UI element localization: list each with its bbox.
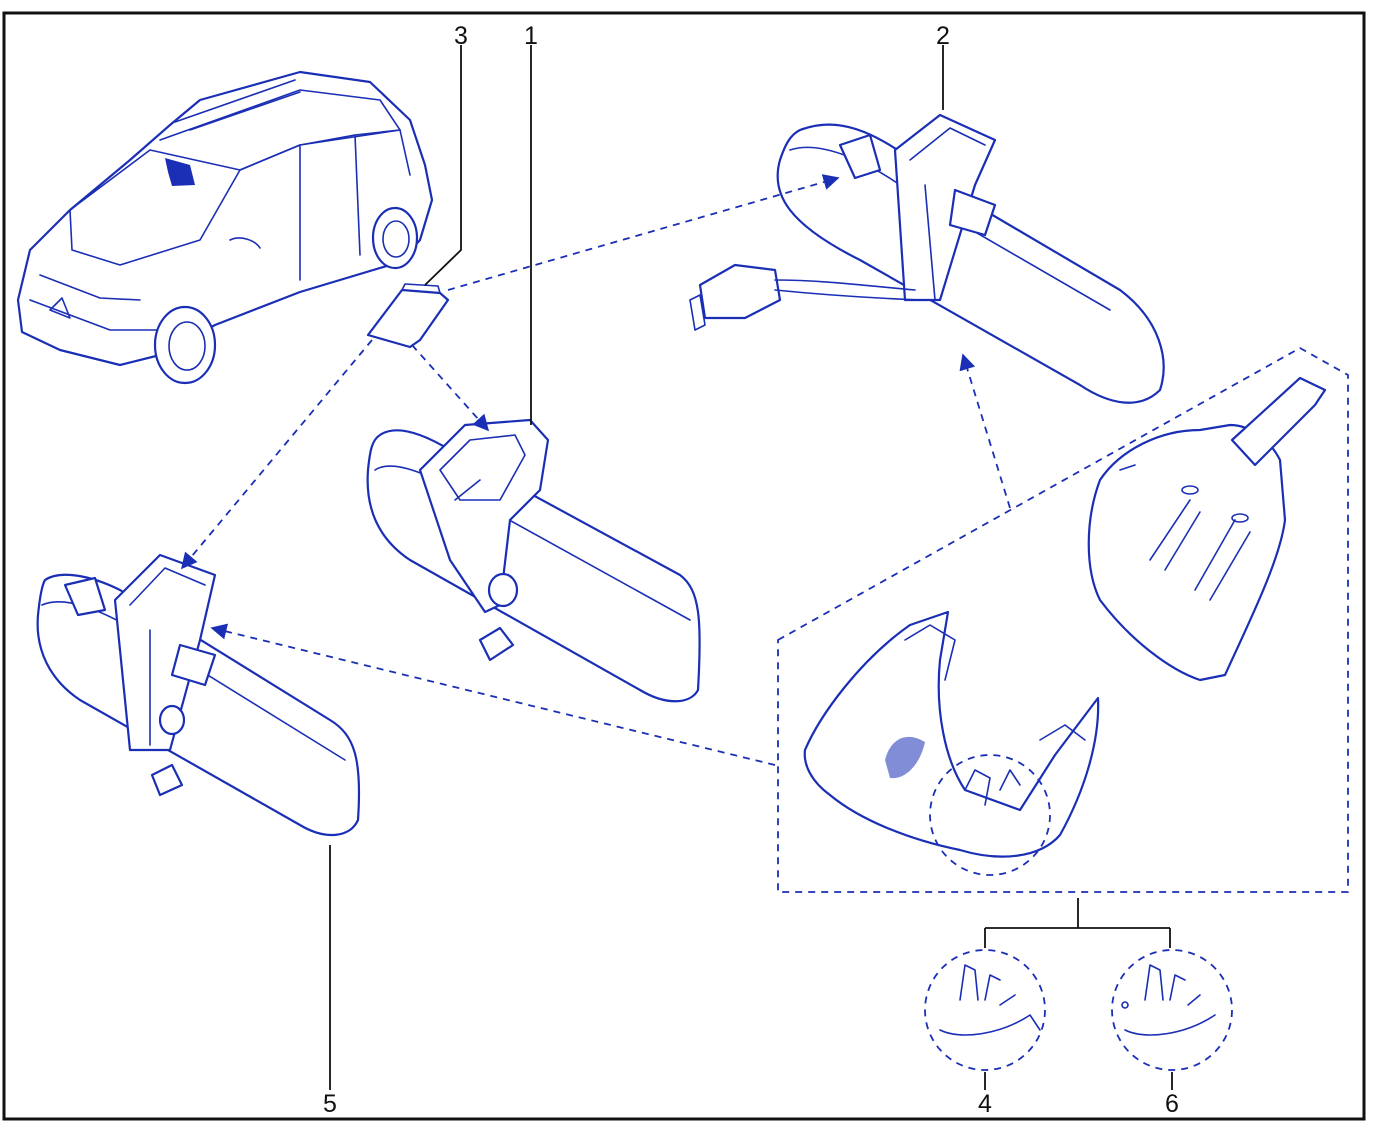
cover-upper [1087, 376, 1327, 682]
detail-4 [924, 949, 1046, 1071]
cover-group-box [777, 346, 1349, 893]
cover-detail-callout-circle [929, 754, 1051, 876]
part-5-mirror [36, 553, 361, 837]
callout-label-2: 2 [936, 22, 950, 50]
diagram-border [2, 11, 1366, 1121]
detail-6 [1111, 949, 1233, 1071]
car-illustration [16, 70, 434, 385]
callout-label-5: 5 [323, 1090, 337, 1118]
callout-leaders [329, 45, 1173, 1090]
part-3-pad [366, 283, 450, 349]
part-1-mirror [366, 418, 701, 703]
assembly-lines [180, 174, 1011, 766]
cover-lower [803, 610, 1100, 876]
callout-label-3: 3 [454, 22, 468, 50]
callout-label-1: 1 [524, 22, 538, 50]
callout-label-6: 6 [1165, 1090, 1179, 1118]
callout-label-4: 4 [978, 1090, 992, 1118]
part-2-mirror [689, 113, 1165, 404]
